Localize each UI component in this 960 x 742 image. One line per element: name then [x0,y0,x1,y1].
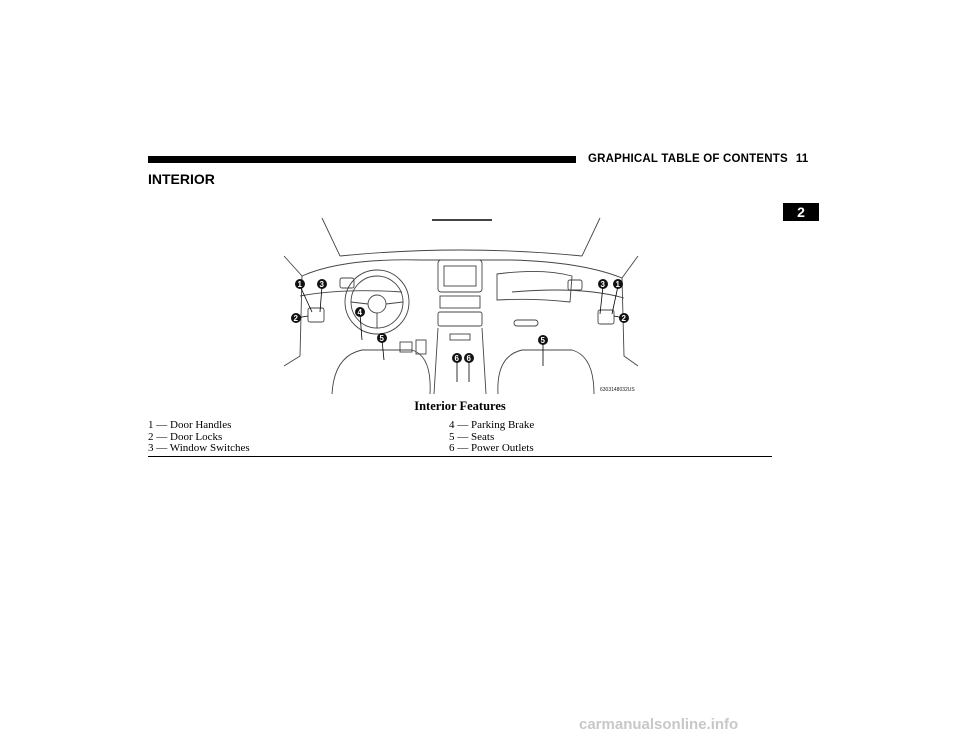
legend-bottom-rule [148,456,772,457]
chapter-tab: 2 [783,203,819,221]
callout-1-right: 1 [616,280,621,289]
callout-6-b: 6 [467,354,472,363]
figure-caption: Interior Features [414,399,506,413]
callout-4: 4 [358,308,363,317]
callout-2-left: 2 [294,314,299,323]
header-section-title: GRAPHICAL TABLE OF CONTENTS [588,153,788,165]
callout-2-right: 2 [622,314,627,323]
legend-item: 6 — Power Outlets [449,442,534,454]
legend-left-column: 1 — Door Handles 2 — Door Locks 3 — Wind… [148,419,250,455]
callout-5-right: 5 [541,336,546,345]
interior-illustration: 1 3 2 4 5 6 6 5 3 1 2 6303148032US [282,216,640,395]
callout-6-a: 6 [455,354,460,363]
legend-item: 5 — Seats [449,430,495,443]
callout-1-left: 1 [298,280,303,289]
running-header: GRAPHICAL TABLE OF CONTENTS 11 [588,153,808,165]
legend-item: 1 — Door Handles [148,419,232,431]
legend-item: 3 — Window Switches [148,442,250,454]
header-rule-bar [148,156,576,163]
figure-code: 6303148032US [600,387,635,393]
legend-item: 4 — Parking Brake [449,419,535,431]
callout-3-right: 3 [601,280,606,289]
callout-3-left: 3 [320,280,325,289]
legend-item: 2 — Door Locks [148,430,223,443]
legend-right-column: 4 — Parking Brake 5 — Seats 6 — Power Ou… [449,419,535,455]
page-number: 11 [795,153,809,165]
watermark: carmanualsonline.info [579,716,739,733]
section-title: INTERIOR [148,171,215,187]
callout-5-left: 5 [380,334,385,343]
